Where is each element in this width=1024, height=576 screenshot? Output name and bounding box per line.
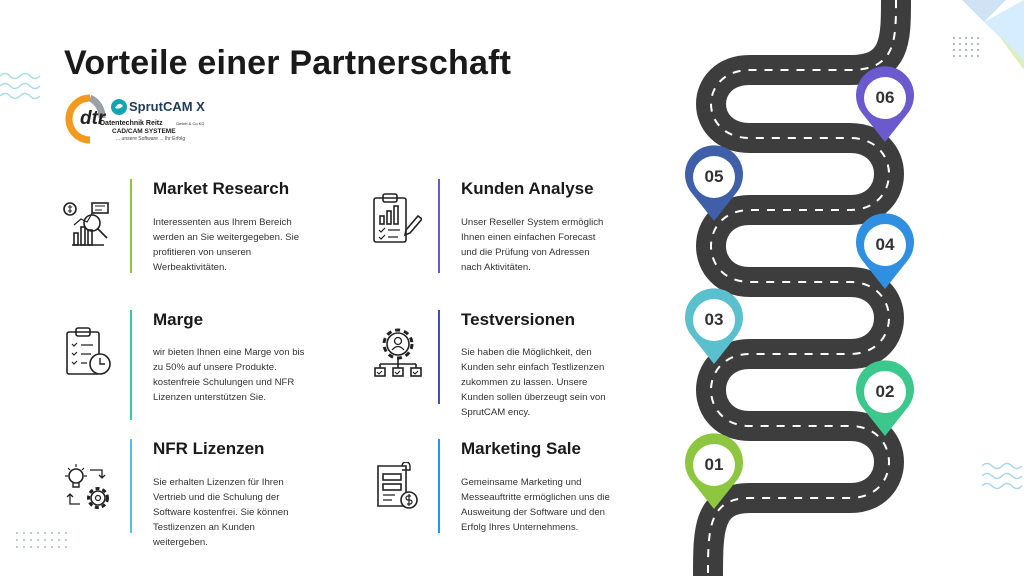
pin-label: 03 xyxy=(704,310,724,329)
road-lane-markings xyxy=(707,0,897,576)
feature-title: NFR Lizenzen xyxy=(153,439,265,458)
pin-label: 01 xyxy=(704,455,724,474)
feature-description: Gemeinsame Marketing und Messeauftritte … xyxy=(461,477,610,533)
feature-title: Market Research xyxy=(153,179,290,198)
idea-gears-icon xyxy=(62,462,114,512)
feature-description: wir bieten Ihnen eine Marge von bis zu 5… xyxy=(153,347,305,403)
feature-title: Testversionen xyxy=(461,310,576,329)
logo-division: CAD/CAM SYSTEME xyxy=(112,128,176,135)
wave-decoration-right xyxy=(982,462,1023,490)
pin-label: 06 xyxy=(875,88,895,107)
feature-accent-bar xyxy=(130,439,132,533)
pin-label: 05 xyxy=(704,167,724,186)
logo-mark-text: dtr xyxy=(80,108,106,129)
document-money-icon xyxy=(372,462,424,512)
pin-label: 02 xyxy=(875,382,895,401)
sprutcam-icon xyxy=(111,99,127,115)
feature-description: Unser Reseller System ermöglich Ihnen ei… xyxy=(461,217,604,273)
feature-title: Marketing Sale xyxy=(461,439,581,458)
feature-accent-bar xyxy=(438,179,440,273)
feature-accent-bar xyxy=(130,179,132,273)
logo-company-suffix: GmbH & Co KG xyxy=(176,121,205,126)
dtr-logo-mark xyxy=(65,94,106,144)
feature-title: Kunden Analyse xyxy=(461,179,594,198)
feature-title: Marge xyxy=(153,310,204,329)
clipboard-chart-icon xyxy=(370,192,422,246)
dots-decoration-bottom-left xyxy=(15,531,68,549)
company-logo: dtr SprutCAM X Datentechnik Reitz GmbH &… xyxy=(60,94,210,146)
gear-user-icon xyxy=(372,326,424,378)
feature-accent-bar xyxy=(438,439,440,533)
pin-label: 04 xyxy=(875,235,895,254)
logo-product: SprutCAM X xyxy=(129,99,205,114)
feature-description: Sie haben die Möglichkeit, den Kunden se… xyxy=(461,347,606,418)
market-research-icon xyxy=(62,199,114,249)
feature-description: Interessenten aus Ihrem Bereich werden a… xyxy=(153,217,300,273)
feature-accent-bar xyxy=(130,310,132,420)
feature-description: Sie erhalten Lizenzen für Ihren Vertrieb… xyxy=(153,477,289,548)
page-title: Vorteile einer Partnerschaft xyxy=(64,44,512,82)
roadmap-road xyxy=(693,0,911,576)
corner-decoration-top-right xyxy=(953,0,1024,70)
checklist-clock-icon xyxy=(64,326,114,378)
logo-slogan: ... unsere Software ... Ihr Erfolg xyxy=(116,136,186,142)
road-surface xyxy=(693,0,911,576)
wave-decoration-left xyxy=(0,72,41,100)
feature-accent-bar xyxy=(438,310,440,404)
logo-company: Datentechnik Reitz xyxy=(100,120,163,127)
